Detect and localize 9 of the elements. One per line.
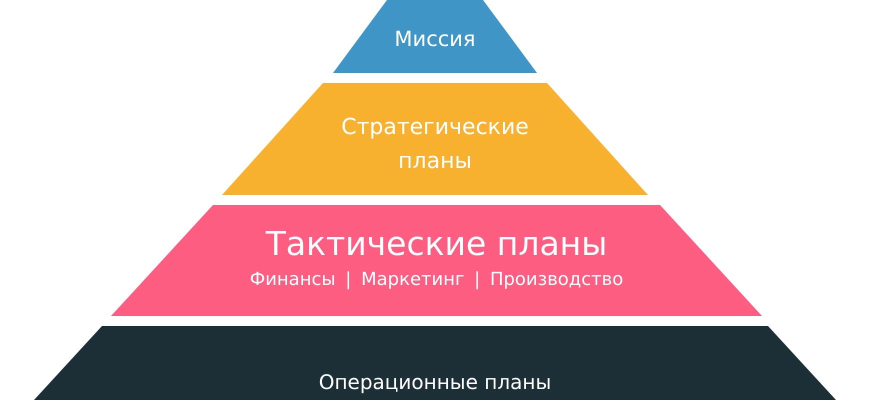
level-title: Стратегические планы xyxy=(340,114,530,176)
pyramid-level xyxy=(222,83,648,195)
pyramid-level xyxy=(34,326,836,400)
pyramid-level xyxy=(333,0,537,73)
level-title: Тактические планы xyxy=(266,224,608,264)
level-title: Миссия xyxy=(394,27,476,52)
level-subtitle: Финансы | Маркетинг | Производство xyxy=(250,268,624,291)
level-title: Операционные планы xyxy=(318,370,552,394)
pyramid-level xyxy=(111,205,762,316)
